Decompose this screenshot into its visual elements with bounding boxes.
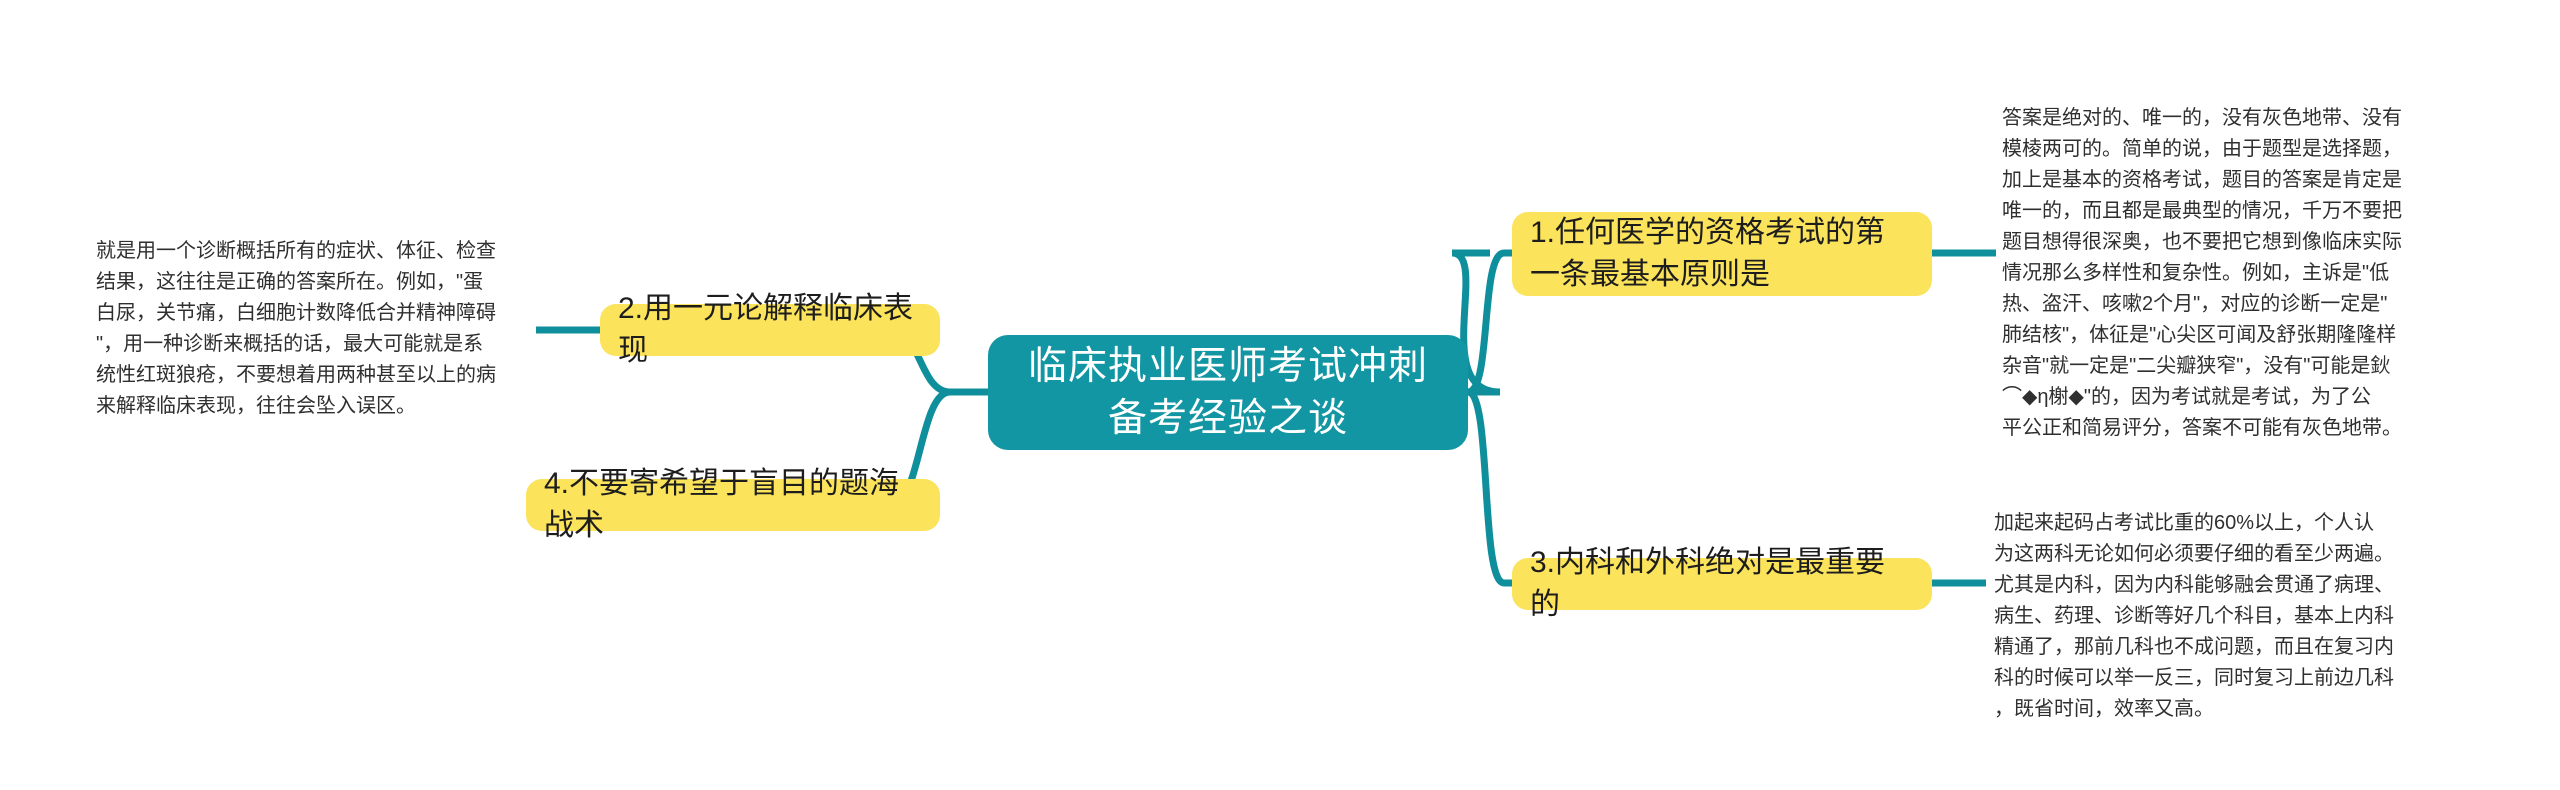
center-node-label: 临床执业医师考试冲刺备考经验之谈 [1027, 344, 1428, 440]
note-branch-1: 答案是绝对的、唯一的，没有灰色地带、没有 模棱两可的。简单的说，由于题型是选择题… [2002, 107, 2402, 439]
center-node[interactable]: 临床执业医师考试冲刺备考经验之谈 [988, 335, 1468, 450]
branch-node-3[interactable]: 3.内科和外科绝对是最重要的 [1512, 546, 1932, 621]
branch-node-3-label: 3.内科和外科绝对是最重要的 [1530, 546, 1886, 621]
branch-node-1[interactable]: 1.任何医学的资格考试的第一条最基本原则是 [1512, 212, 1932, 296]
branch-node-4-label: 4.不要寄希望于盲目的题海战术 [544, 467, 900, 542]
branch-node-2-label: 2.用一元论解释临床表现 [618, 292, 914, 367]
branch-node-4[interactable]: 4.不要寄希望于盲目的题海战术 [526, 467, 940, 542]
note-branch-3: 加起来起码占考试比重的60%以上，个人认 为这两科无论如何必须要仔细的看至少两遍… [1994, 512, 2394, 720]
branch-node-1-label: 1.任何医学的资格考试的第一条最基本原则是 [1530, 216, 1886, 291]
branch-node-2[interactable]: 2.用一元论解释临床表现 [600, 292, 940, 367]
note-branch-2: 就是用一个诊断概括所有的症状、体征、检查 结果，这往往是正确的答案所在。例如，"… [96, 240, 496, 417]
